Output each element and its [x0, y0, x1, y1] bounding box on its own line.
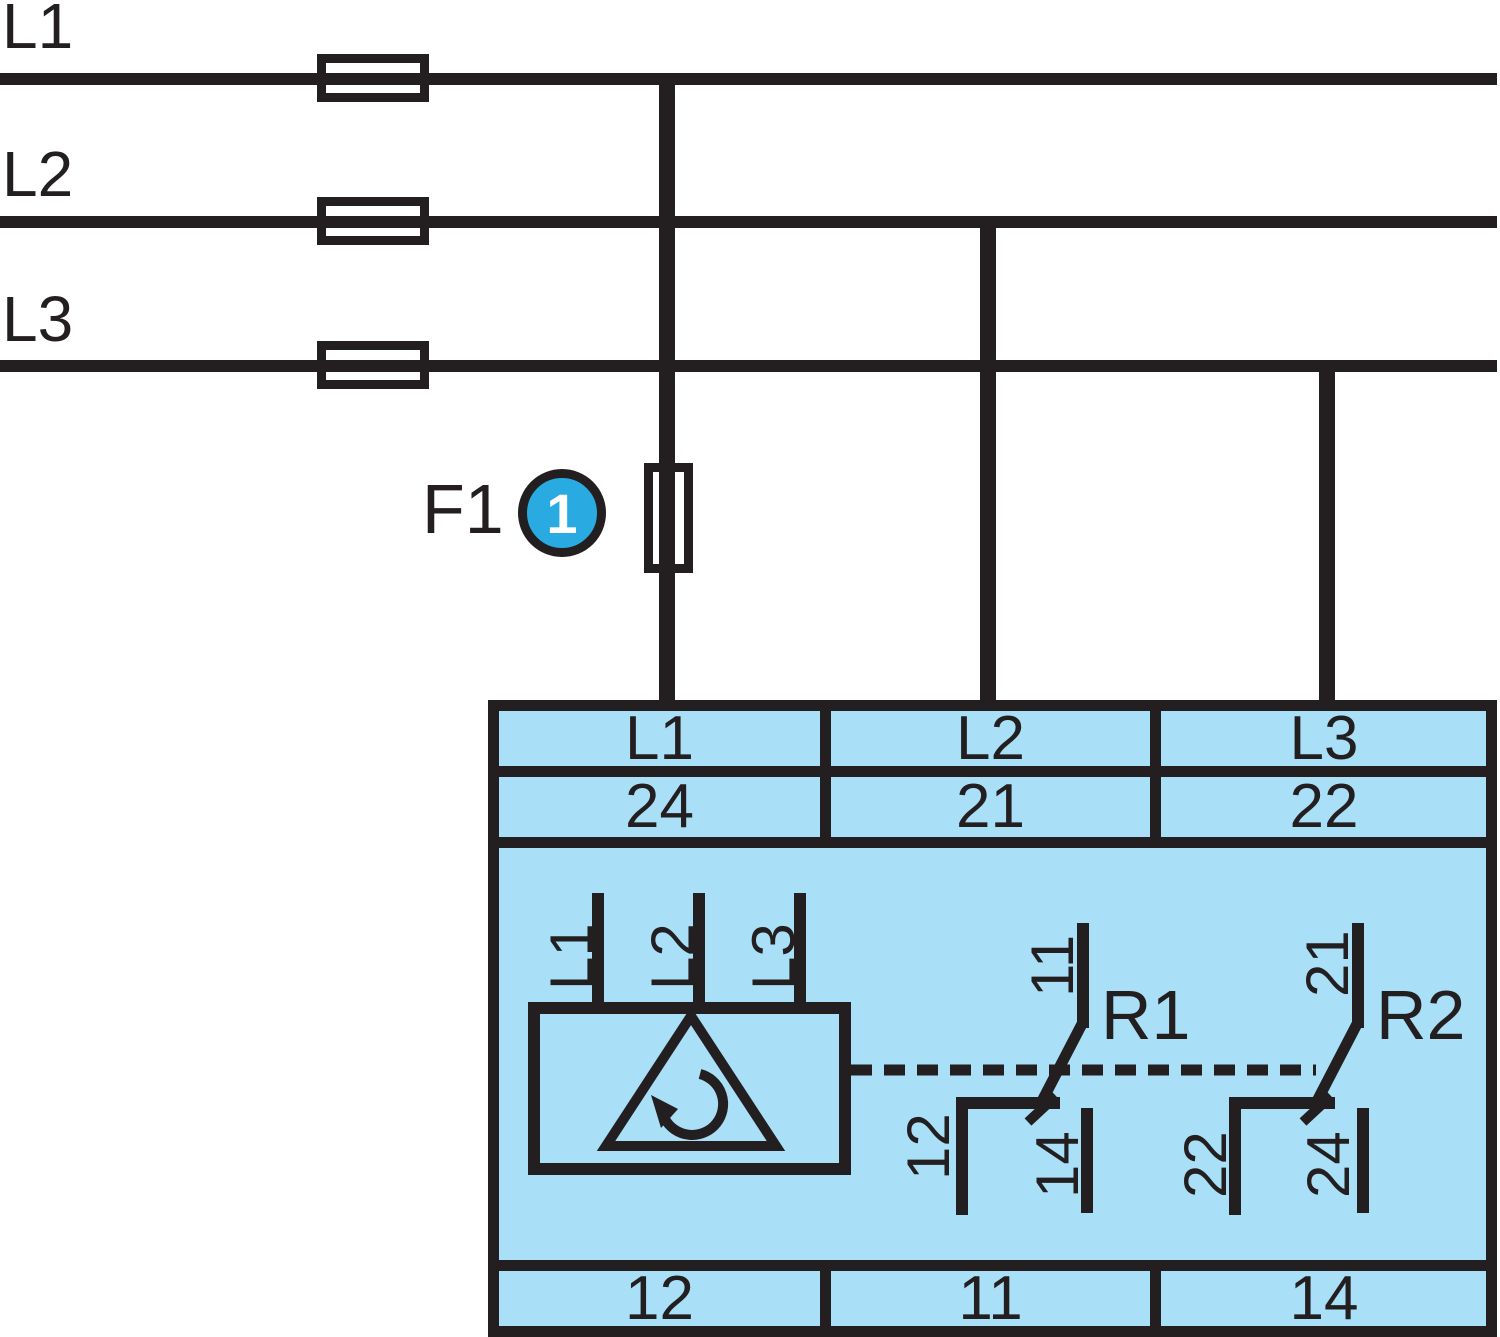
terminal-cell-l2: L2 [956, 703, 1025, 773]
relay1-terminal-12: 12 [895, 1113, 962, 1180]
input-wire-l2 [693, 893, 705, 1005]
callout-number: 1 [546, 481, 578, 545]
relay2-terminal-22: 22 [1172, 1131, 1239, 1198]
device-divider [488, 1260, 1497, 1271]
phase-line-l2 [0, 216, 1497, 228]
tap-wire-l3 [1319, 362, 1335, 700]
terminal-cell-12: 12 [625, 1263, 694, 1333]
input-label-l1: L1 [538, 923, 605, 990]
terminal-cell-14: 14 [1289, 1263, 1359, 1333]
measuring-function-box [528, 1002, 851, 1175]
fuse-f1-label: F1 [422, 470, 504, 548]
tap-wire-l2 [980, 218, 996, 700]
phase-label-l3: L3 [2, 283, 74, 355]
relay2-name: R2 [1376, 976, 1466, 1054]
input-wire-l1 [592, 893, 604, 1005]
terminal-cell-l3: L3 [1289, 703, 1359, 773]
terminal-cell-11: 11 [958, 1263, 1023, 1333]
fuse-symbol-l2 [317, 197, 429, 245]
device-divider [1150, 700, 1161, 848]
device-divider [488, 766, 1497, 777]
input-label-l3: L3 [740, 923, 807, 990]
relay1-no-wire [1081, 1108, 1093, 1213]
device-divider [1150, 1260, 1161, 1337]
terminal-cell-22: 22 [1289, 772, 1359, 841]
relay1-name: R1 [1101, 976, 1191, 1054]
fuse-symbol-l1 [317, 54, 429, 102]
device-divider [820, 700, 831, 848]
relay1-common-wire [1077, 923, 1089, 1028]
device-divider [820, 1260, 831, 1337]
fuse-symbol-l3 [317, 341, 429, 389]
relay2-no-wire [1357, 1108, 1369, 1213]
phase-line-l1 [0, 73, 1497, 85]
phase-label-l1: L1 [2, 0, 74, 62]
terminal-cell-21: 21 [956, 772, 1025, 841]
relay2-terminal-21: 21 [1294, 930, 1361, 997]
callout-badge-1: 1 [518, 469, 606, 557]
tap-wire-l1 [659, 75, 675, 700]
relay2-terminal-24: 24 [1295, 1131, 1362, 1198]
input-label-l2: L2 [639, 923, 706, 990]
phase-line-l3 [0, 360, 1497, 372]
relay1-terminal-14: 14 [1024, 1131, 1091, 1198]
relay2-common-wire [1352, 923, 1364, 1028]
device-divider [488, 837, 1497, 848]
input-wire-l3 [794, 893, 806, 1005]
terminal-cell-l1: L1 [625, 703, 694, 773]
phase-label-l2: L2 [2, 138, 74, 210]
fuse-symbol-f1 [644, 463, 693, 573]
relay1-terminal-11: 11 [1019, 934, 1086, 997]
terminal-cell-24: 24 [625, 772, 694, 841]
